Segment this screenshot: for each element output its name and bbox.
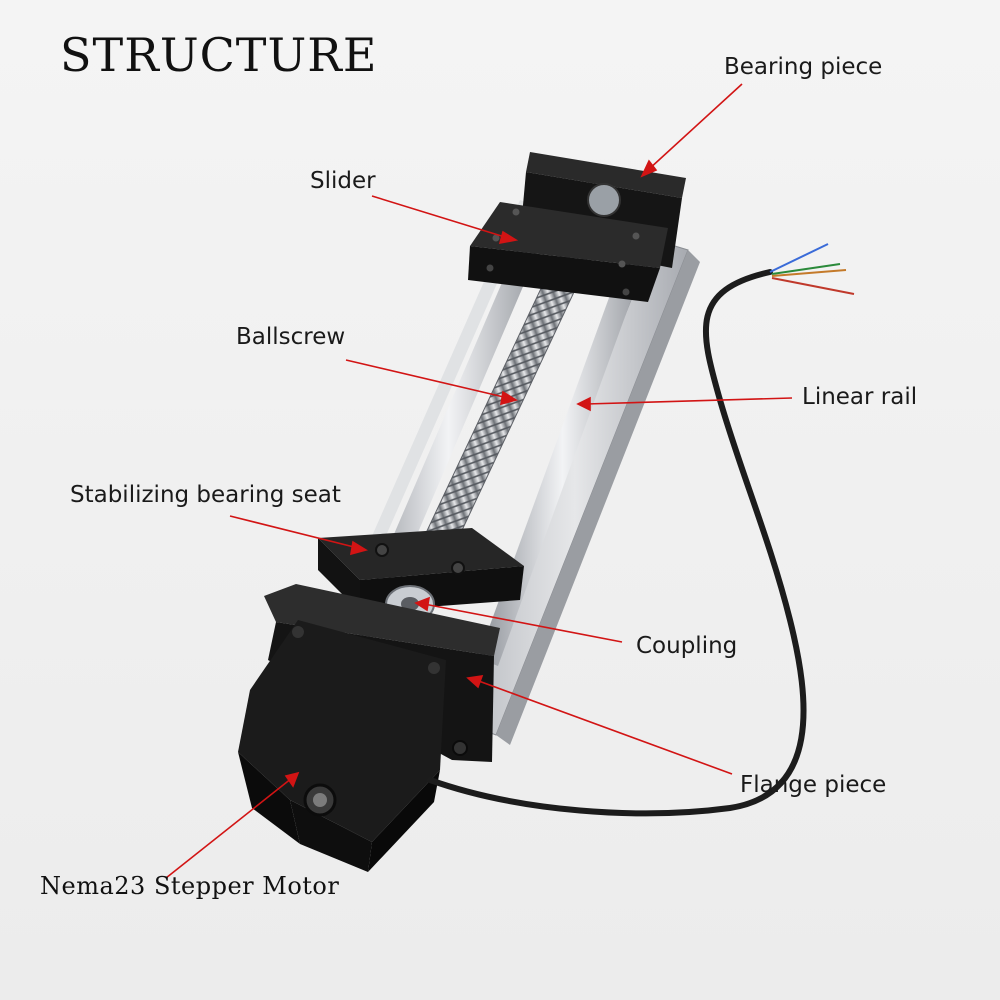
label-ballscrew: Ballscrew: [236, 324, 346, 350]
stepper-motor: [238, 620, 446, 872]
leader-lines: [165, 83, 793, 879]
slider-block: [468, 202, 668, 302]
label-linear-rail: Linear rail: [802, 384, 918, 410]
label-flange-piece: Flange piece: [740, 772, 887, 798]
stabilizing-bearing-seat: [318, 528, 524, 612]
diagram-title: STRUCTURE: [60, 28, 378, 82]
label-slider: Slider: [310, 168, 376, 194]
linear-rail: [328, 180, 666, 666]
label-stepper-motor: Nema23 Stepper Motor: [40, 872, 340, 900]
label-stabilizing-bearing-seat: Stabilizing bearing seat: [70, 482, 341, 508]
motor-cable: [427, 243, 855, 817]
label-coupling: Coupling: [636, 633, 738, 659]
label-bearing-piece: Bearing piece: [724, 54, 883, 80]
